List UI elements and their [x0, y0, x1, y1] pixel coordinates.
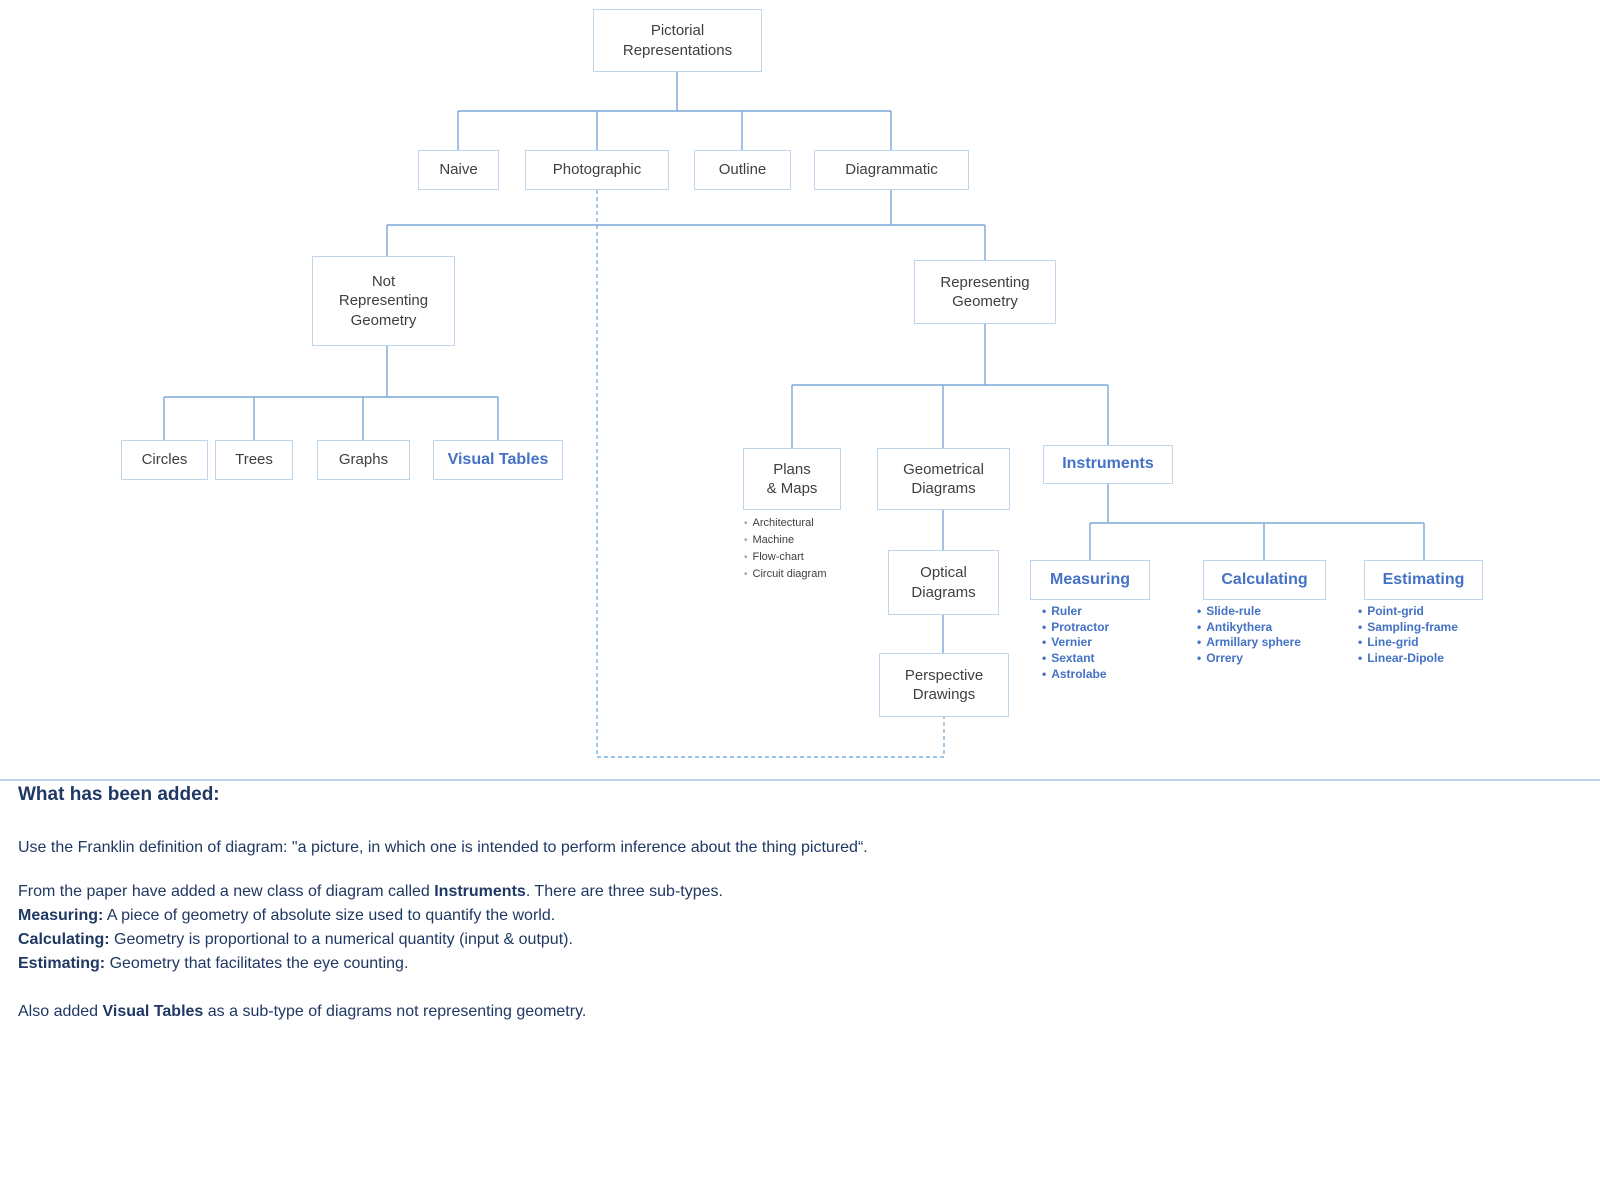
node-plans-maps: Plans & Maps: [743, 448, 841, 510]
node-photographic: Photographic: [525, 150, 669, 190]
node-visual-tables: Visual Tables: [433, 440, 563, 480]
list-item: Ruler: [1042, 604, 1109, 620]
node-measuring: Measuring: [1030, 560, 1150, 600]
notes-text: From the paper have added a new class of…: [18, 883, 435, 900]
notes-visual-tables-line: Also added Visual Tables as a sub-type o…: [18, 1000, 586, 1024]
node-perspective-drawings: Perspective Drawings: [879, 653, 1009, 717]
calculating-bullet-list: Slide-rule Antikythera Armillary sphere …: [1197, 604, 1301, 667]
notes-bold-text: Instruments: [434, 883, 526, 900]
notes-bold-text: Visual Tables: [102, 1003, 204, 1020]
list-item: Astrolabe: [1042, 667, 1109, 683]
connector-representing-children: [791, 324, 1109, 448]
list-item: Sextant: [1042, 651, 1109, 667]
list-item: Armillary sphere: [1197, 635, 1301, 651]
node-diagrammatic: Diagrammatic: [814, 150, 969, 190]
notes-line-measuring: Measuring: A piece of geometry of absolu…: [18, 904, 723, 928]
connector-root-to-row2: [457, 72, 892, 150]
notes-bold-text: Measuring:: [18, 907, 104, 924]
notes-franklin-definition: Use the Franklin definition of diagram: …: [18, 836, 868, 860]
notes-text: . There are three sub-types.: [525, 883, 723, 900]
list-item: Flow-chart: [744, 549, 826, 566]
node-estimating: Estimating: [1364, 560, 1483, 600]
node-geometrical-diagrams: Geometrical Diagrams: [877, 448, 1010, 510]
node-representing-geometry: Representing Geometry: [914, 260, 1056, 324]
list-item: Linear-Dipole: [1358, 651, 1458, 667]
list-item: Slide-rule: [1197, 604, 1301, 620]
notes-text: Geometry that facilitates the eye counti…: [105, 955, 409, 972]
node-instruments: Instruments: [1043, 445, 1173, 484]
node-pictorial-representations: Pictorial Representations: [593, 9, 762, 72]
node-optical-diagrams: Optical Diagrams: [888, 550, 999, 615]
measuring-bullet-list: Ruler Protractor Vernier Sextant Astrola…: [1042, 604, 1109, 683]
list-item: Vernier: [1042, 635, 1109, 651]
notes-text: A piece of geometry of absolute size use…: [103, 907, 556, 924]
notes-text: Use the Franklin definition of diagram: …: [18, 839, 868, 856]
connector-not-representing-children: [163, 346, 499, 440]
notes-line-instruments: From the paper have added a new class of…: [18, 880, 723, 904]
list-item: Architectural: [744, 515, 826, 532]
notes-bold-text: Calculating:: [18, 931, 110, 948]
notes-text: as a sub-type of diagrams not representi…: [203, 1003, 587, 1020]
notes-bold-text: Estimating:: [18, 955, 106, 972]
list-item: Sampling-frame: [1358, 620, 1458, 636]
notes-text: Also added: [18, 1003, 103, 1020]
node-naive: Naive: [418, 150, 499, 190]
notes-instruments-block: From the paper have added a new class of…: [18, 880, 723, 976]
plans-maps-bullet-list: Architectural Machine Flow-chart Circuit…: [744, 515, 827, 583]
node-trees: Trees: [215, 440, 293, 480]
connector-diagrammatic-split: [386, 190, 986, 260]
list-item: Circuit diagram: [744, 566, 827, 583]
node-not-representing-geometry: Not Representing Geometry: [312, 256, 455, 346]
list-item: Protractor: [1042, 620, 1109, 636]
node-circles: Circles: [121, 440, 208, 480]
notes-text: Geometry is proportional to a numerical …: [109, 931, 573, 948]
list-item: Machine: [744, 532, 826, 549]
notes-line-calculating: Calculating: Geometry is proportional to…: [18, 928, 723, 952]
node-graphs: Graphs: [317, 440, 410, 480]
notes-line-estimating: Estimating: Geometry that facilitates th…: [18, 952, 723, 976]
node-calculating: Calculating: [1203, 560, 1326, 600]
list-item: Line-grid: [1358, 635, 1458, 651]
connector-instruments-children: [1089, 484, 1425, 560]
list-item: Antikythera: [1197, 620, 1301, 636]
list-item: Orrery: [1197, 651, 1301, 667]
list-item: Point-grid: [1358, 604, 1458, 620]
estimating-bullet-list: Point-grid Sampling-frame Line-grid Line…: [1358, 604, 1458, 667]
node-outline: Outline: [694, 150, 791, 190]
notes-heading: What has been added:: [18, 784, 220, 805]
